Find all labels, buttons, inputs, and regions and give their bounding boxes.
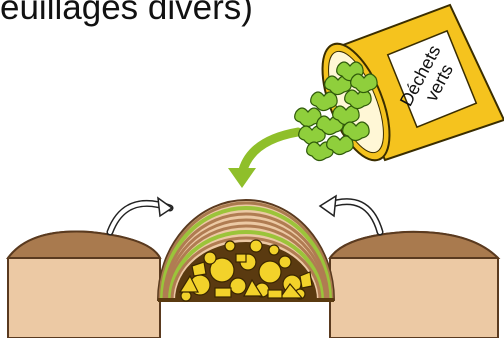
curved-arrow-left bbox=[110, 198, 172, 232]
ground-left bbox=[8, 232, 160, 338]
green-arrow bbox=[228, 132, 298, 188]
curved-arrow-right bbox=[320, 196, 380, 232]
ground-right bbox=[330, 232, 498, 338]
